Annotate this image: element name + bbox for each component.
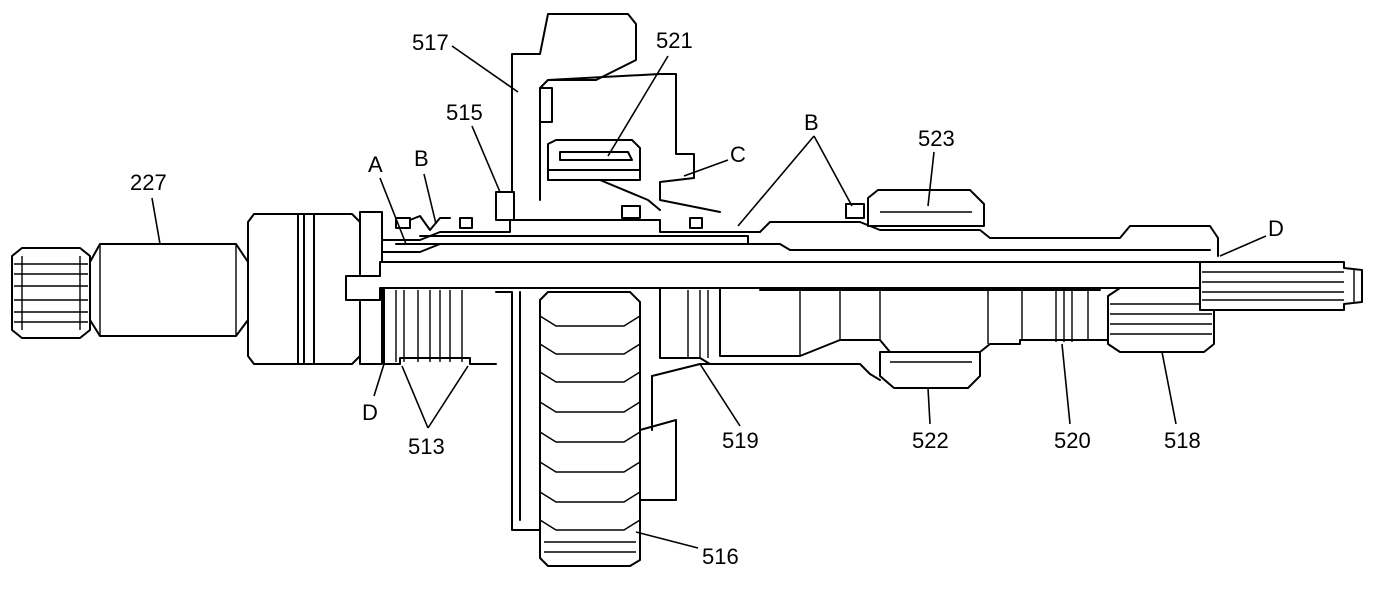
callout-521: 521: [656, 28, 693, 53]
callout-b-left: B: [414, 146, 429, 171]
callout-519: 519: [722, 428, 759, 453]
clutch-drum-hub: [247, 211, 383, 365]
callout-c: C: [730, 142, 746, 167]
part-522-gear: [651, 351, 981, 389]
callout-517: 517: [412, 30, 449, 55]
callout-522: 522: [912, 428, 949, 453]
callout-227: 227: [130, 170, 167, 195]
callout-b-right: B: [804, 110, 819, 135]
leader-lines: [151, 45, 1267, 549]
callout-520: 520: [1054, 428, 1091, 453]
part-517-clutch-housing: [395, 13, 749, 245]
part-227-input-spline: [11, 243, 249, 339]
callout-513: 513: [408, 434, 445, 459]
callout-516: 516: [702, 544, 739, 569]
callout-a: A: [368, 152, 383, 177]
callout-518: 518: [1164, 428, 1201, 453]
callout-d-left: D: [362, 400, 378, 425]
callout-523: 523: [918, 126, 955, 151]
callout-d-right: D: [1268, 216, 1284, 241]
mainshaft: [345, 219, 1219, 365]
callout-515: 515: [446, 100, 483, 125]
part-518-output-spline: [1107, 261, 1363, 353]
callout-labels: 227 517 521 515 A B C B 523 D D 513 519 …: [130, 28, 1284, 569]
part-523-gear: [845, 189, 985, 227]
part-516-gear: [495, 291, 677, 567]
